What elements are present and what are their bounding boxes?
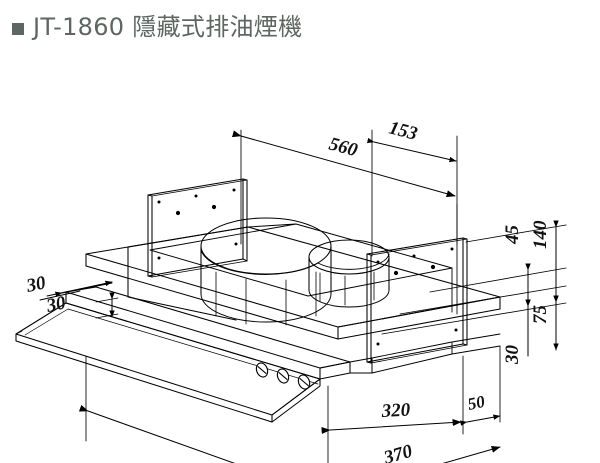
left-side-panel xyxy=(147,178,248,278)
dim-30-lower-label: 30 xyxy=(44,292,68,317)
extension-lines xyxy=(85,129,567,463)
dim-50-label: 50 xyxy=(466,392,487,414)
motor-housing-small xyxy=(308,239,390,308)
sliding-front-panel xyxy=(15,286,373,423)
dim-320-label: 320 xyxy=(380,400,411,423)
dim-140-label: 140 xyxy=(530,220,551,249)
square-bullet-icon xyxy=(12,22,24,35)
dim-30-upper-label: 30 xyxy=(24,272,48,297)
product-technical-drawing: 560 153 140 45 75 30 30 30 600 320 370 5… xyxy=(15,117,567,463)
page-title-text: JT-1860 隱藏式排油煙機 xyxy=(33,13,303,41)
control-knobs[interactable] xyxy=(253,360,313,392)
dim-30-right-label: 30 xyxy=(502,345,523,366)
dim-45-label: 45 xyxy=(502,225,523,246)
dim-370-label: 370 xyxy=(381,441,416,463)
dimension-lines xyxy=(39,130,559,463)
page-title: JT-1860 隱藏式排油煙機 xyxy=(12,10,302,44)
dim-153-label: 153 xyxy=(387,117,420,144)
dim-560-label: 560 xyxy=(327,134,360,162)
hood-right-trim xyxy=(371,333,501,374)
dim-75-label: 75 xyxy=(530,305,551,325)
motor-housing-large xyxy=(200,217,332,326)
